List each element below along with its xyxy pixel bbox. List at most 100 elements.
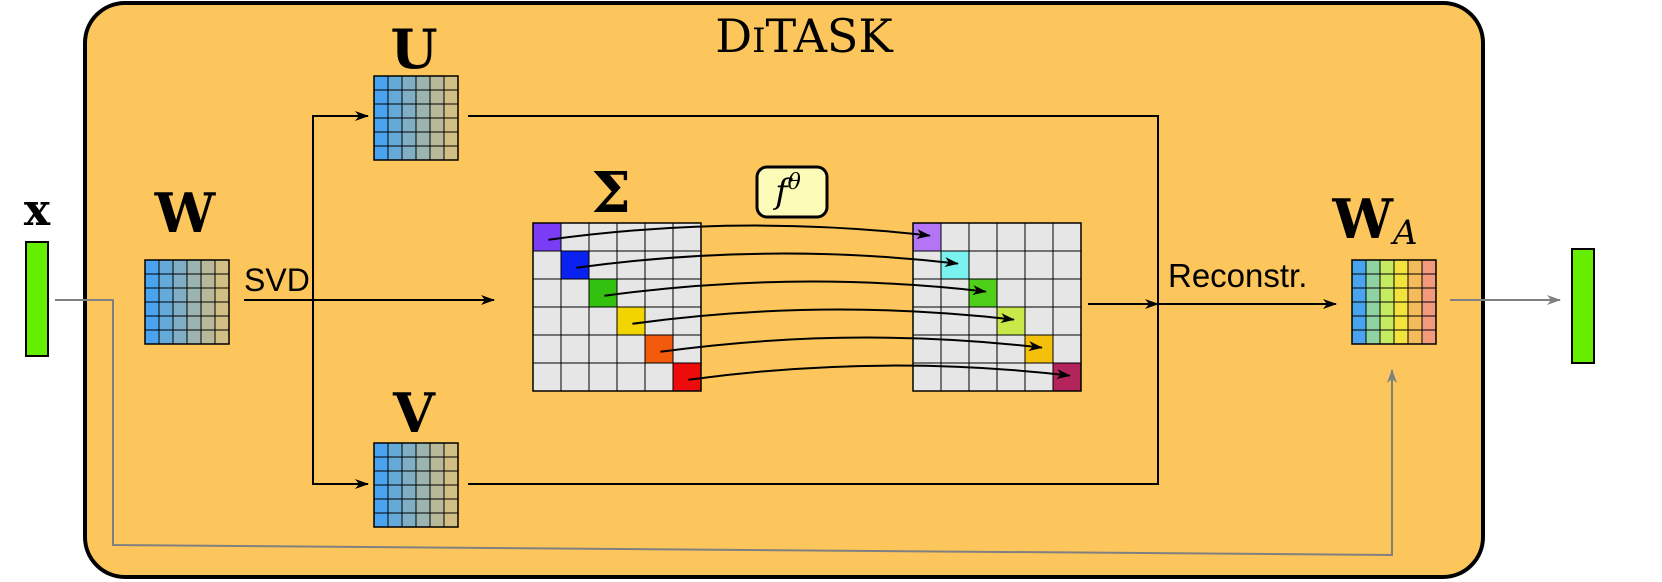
adapted-weight-cell	[1351, 329, 1367, 345]
adapted-weight-cell	[1421, 259, 1437, 275]
weight-matrix-cell	[200, 259, 216, 275]
adapted-weight-matrix	[1351, 259, 1437, 345]
v-matrix-cell	[401, 498, 417, 514]
sigma-output-cell	[996, 362, 1026, 392]
weight-matrix-cell	[200, 287, 216, 303]
sigma-output-cell	[996, 334, 1026, 364]
v-matrix-cell	[429, 456, 445, 472]
v-matrix-cell	[401, 512, 417, 528]
v-matrix-cell	[401, 470, 417, 486]
sigma-label: Σ	[591, 160, 631, 226]
module-title: DITASK	[715, 9, 894, 63]
v-matrix-cell	[373, 512, 389, 528]
u-matrix-cell	[429, 75, 445, 91]
sigma-input-cell	[672, 306, 702, 336]
adapted-weight-cell	[1407, 329, 1423, 345]
v-matrix-cell	[415, 512, 431, 528]
sigma-input-diag-cell	[532, 222, 562, 252]
weight-matrix-cell	[172, 329, 188, 345]
u-matrix-cell	[443, 75, 459, 91]
sigma-input-diag-cell	[588, 278, 618, 308]
v-matrix-cell	[415, 456, 431, 472]
adapted-weight-cell	[1407, 315, 1423, 331]
adapted-weight-cell	[1365, 273, 1381, 289]
sigma-output-cell	[1024, 278, 1054, 308]
v-matrix-cell	[415, 470, 431, 486]
weight-matrix-cell	[214, 329, 230, 345]
u-matrix-cell	[443, 103, 459, 119]
diagonal-mapping-arrows	[548, 224, 1071, 381]
adapted-weight-cell	[1365, 301, 1381, 317]
u-matrix-cell	[387, 89, 403, 105]
v-matrix-cell	[429, 470, 445, 486]
v-matrix-cell	[443, 484, 459, 500]
u-matrix-cell	[373, 117, 389, 133]
u-to-reconstruct-line	[468, 115, 1159, 304]
input-vector-label: x	[24, 185, 51, 236]
u-matrix-cell	[415, 75, 431, 91]
u-matrix-cell	[373, 103, 389, 119]
v-matrix-cell	[401, 442, 417, 458]
v-matrix-cell	[373, 498, 389, 514]
function-superscript: θ	[788, 170, 801, 195]
v-matrix-border	[373, 442, 459, 528]
sigma-input-cell	[532, 306, 562, 336]
weight-matrix-cell	[144, 301, 160, 317]
module-title-rest: TASK	[766, 9, 895, 63]
adapted-weight-cell	[1379, 287, 1395, 303]
adapted-weight-cell	[1351, 287, 1367, 303]
weight-matrix-cell	[172, 315, 188, 331]
adapted-weight-cell	[1365, 259, 1381, 275]
adapted-weight-cell	[1421, 287, 1437, 303]
module-title-lead: D	[715, 9, 752, 63]
weight-matrix	[144, 259, 230, 345]
v-to-reconstruct-line	[468, 304, 1159, 485]
v-label: V	[392, 381, 436, 445]
u-matrix-cell	[401, 89, 417, 105]
sigma-output-cell	[968, 306, 998, 336]
sigma-input-cell	[532, 334, 562, 364]
u-matrix-cell	[373, 131, 389, 147]
sigma-input-cell	[644, 250, 674, 280]
v-matrix-cell	[373, 470, 389, 486]
u-matrix-cell	[401, 103, 417, 119]
sigma-output-cell	[1024, 362, 1054, 392]
v-matrix-cell	[415, 484, 431, 500]
v-matrix-cell	[387, 512, 403, 528]
adapted-weight-cell	[1407, 259, 1423, 275]
sigma-input-matrix	[532, 222, 702, 392]
module-title-smallcap: I	[752, 21, 765, 61]
sigma-input-cell	[588, 362, 618, 392]
u-matrix-cell	[401, 75, 417, 91]
sigma-input-cell	[644, 362, 674, 392]
svd-to-v-arrow	[312, 300, 369, 489]
adapted-weight-cell	[1393, 273, 1409, 289]
adapted-weight-cell	[1379, 273, 1395, 289]
sigma-input-cell	[644, 278, 674, 308]
sigma-input-cell	[672, 278, 702, 308]
weight-matrix-cell	[214, 273, 230, 289]
v-matrix-cell	[401, 484, 417, 500]
weight-matrix-cell	[144, 259, 160, 275]
sigma-input-cell	[616, 334, 646, 364]
weight-matrix-cell	[144, 329, 160, 345]
weight-matrix-cell	[158, 329, 174, 345]
svd-label: SVD	[244, 262, 310, 298]
sigma-output-cell	[1052, 306, 1082, 336]
u-matrix-cell	[443, 131, 459, 147]
u-matrix-cell	[415, 131, 431, 147]
u-matrix-cell	[429, 131, 445, 147]
u-matrix-cell	[387, 103, 403, 119]
sigma-output-cell	[912, 250, 942, 280]
weight-matrix-cell	[186, 287, 202, 303]
input-vector	[25, 241, 49, 357]
sigma-output-matrix	[912, 222, 1082, 392]
u-matrix-cell	[443, 89, 459, 105]
adapted-weight-cell	[1379, 301, 1395, 317]
weight-matrix-cell	[186, 301, 202, 317]
sigma-output-cell	[940, 222, 970, 252]
u-matrix-border	[373, 75, 459, 161]
weight-matrix-cell	[158, 273, 174, 289]
sigma-input-cell	[616, 362, 646, 392]
adapted-weight-cell	[1393, 301, 1409, 317]
